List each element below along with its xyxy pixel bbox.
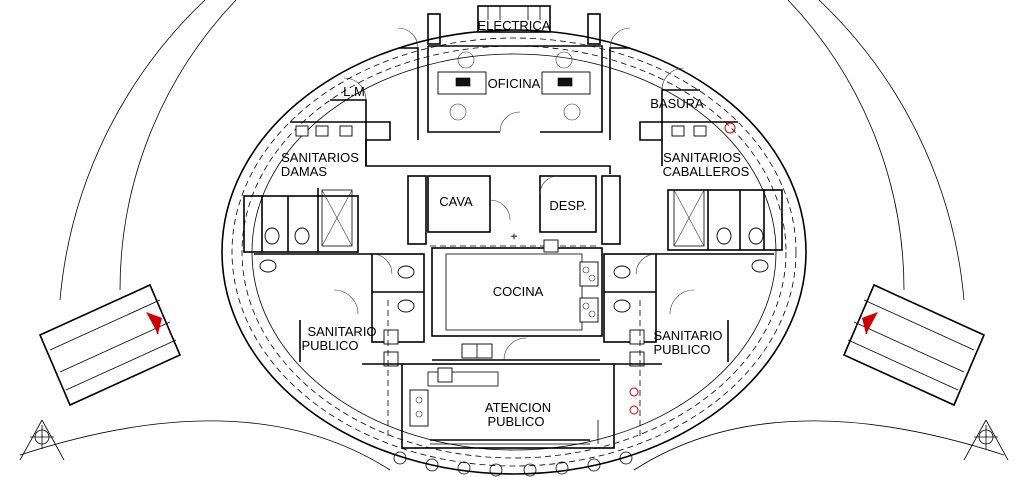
- mens-restroom: [601, 67, 783, 251]
- service-counter-area: [362, 363, 662, 449]
- room-label-basura: BASURA: [650, 96, 704, 111]
- survey-marker-icon: [19, 419, 65, 461]
- electrical-room: [427, 5, 601, 45]
- room-label-atencion: ATENCION: [485, 400, 551, 415]
- room-label-sanitarios-damas-2: DAMAS: [281, 164, 328, 179]
- ladies-restroom: [243, 77, 611, 253]
- cellar-and-pantry: +: [427, 175, 600, 247]
- room-label-desp: DESP.: [549, 198, 586, 213]
- office: [427, 45, 603, 133]
- room-label-sanitarios-caballeros: SANITARIOS: [663, 150, 741, 165]
- valve-icon: [724, 122, 736, 134]
- valve-icon: [629, 405, 639, 415]
- ramp-left: [38, 283, 182, 407]
- room-label-atencion-publico: PUBLICO: [487, 414, 544, 429]
- survey-marker-icon: [963, 419, 1009, 461]
- column-row: [393, 451, 633, 477]
- valve-icon: [629, 387, 639, 397]
- room-label-sanitarios-damas: SANITARIOS: [281, 150, 359, 165]
- room-label-sanitarios-caballeros-2: CABALLEROS: [663, 164, 750, 179]
- public-restroom-left: [254, 253, 425, 367]
- room-labels: ELECTRICA OFICINA L.M BASURA SANITARIOS …: [281, 18, 750, 429]
- room-label-cocina: COCINA: [493, 284, 544, 299]
- room-label-sanitario-publico-right: SANITARIO: [653, 328, 722, 343]
- room-label-electrica: ELECTRICA: [478, 18, 551, 33]
- room-label-cava: CAVA: [439, 194, 473, 209]
- public-restroom-right: [603, 253, 774, 415]
- kitchen: [431, 239, 603, 361]
- ramp-right: [842, 283, 986, 407]
- room-label-lm: L.M: [343, 84, 365, 99]
- room-label-sanitario-publico-left: SANITARIO: [307, 324, 376, 339]
- room-label-sanitario-publico-left-2: PUBLICO: [301, 338, 358, 353]
- outer-arcs: [19, 0, 1005, 471]
- room-label-oficina: OFICINA: [488, 76, 541, 91]
- svg-text:+: +: [511, 232, 517, 243]
- room-label-sanitario-publico-right-2: PUBLICO: [653, 342, 710, 357]
